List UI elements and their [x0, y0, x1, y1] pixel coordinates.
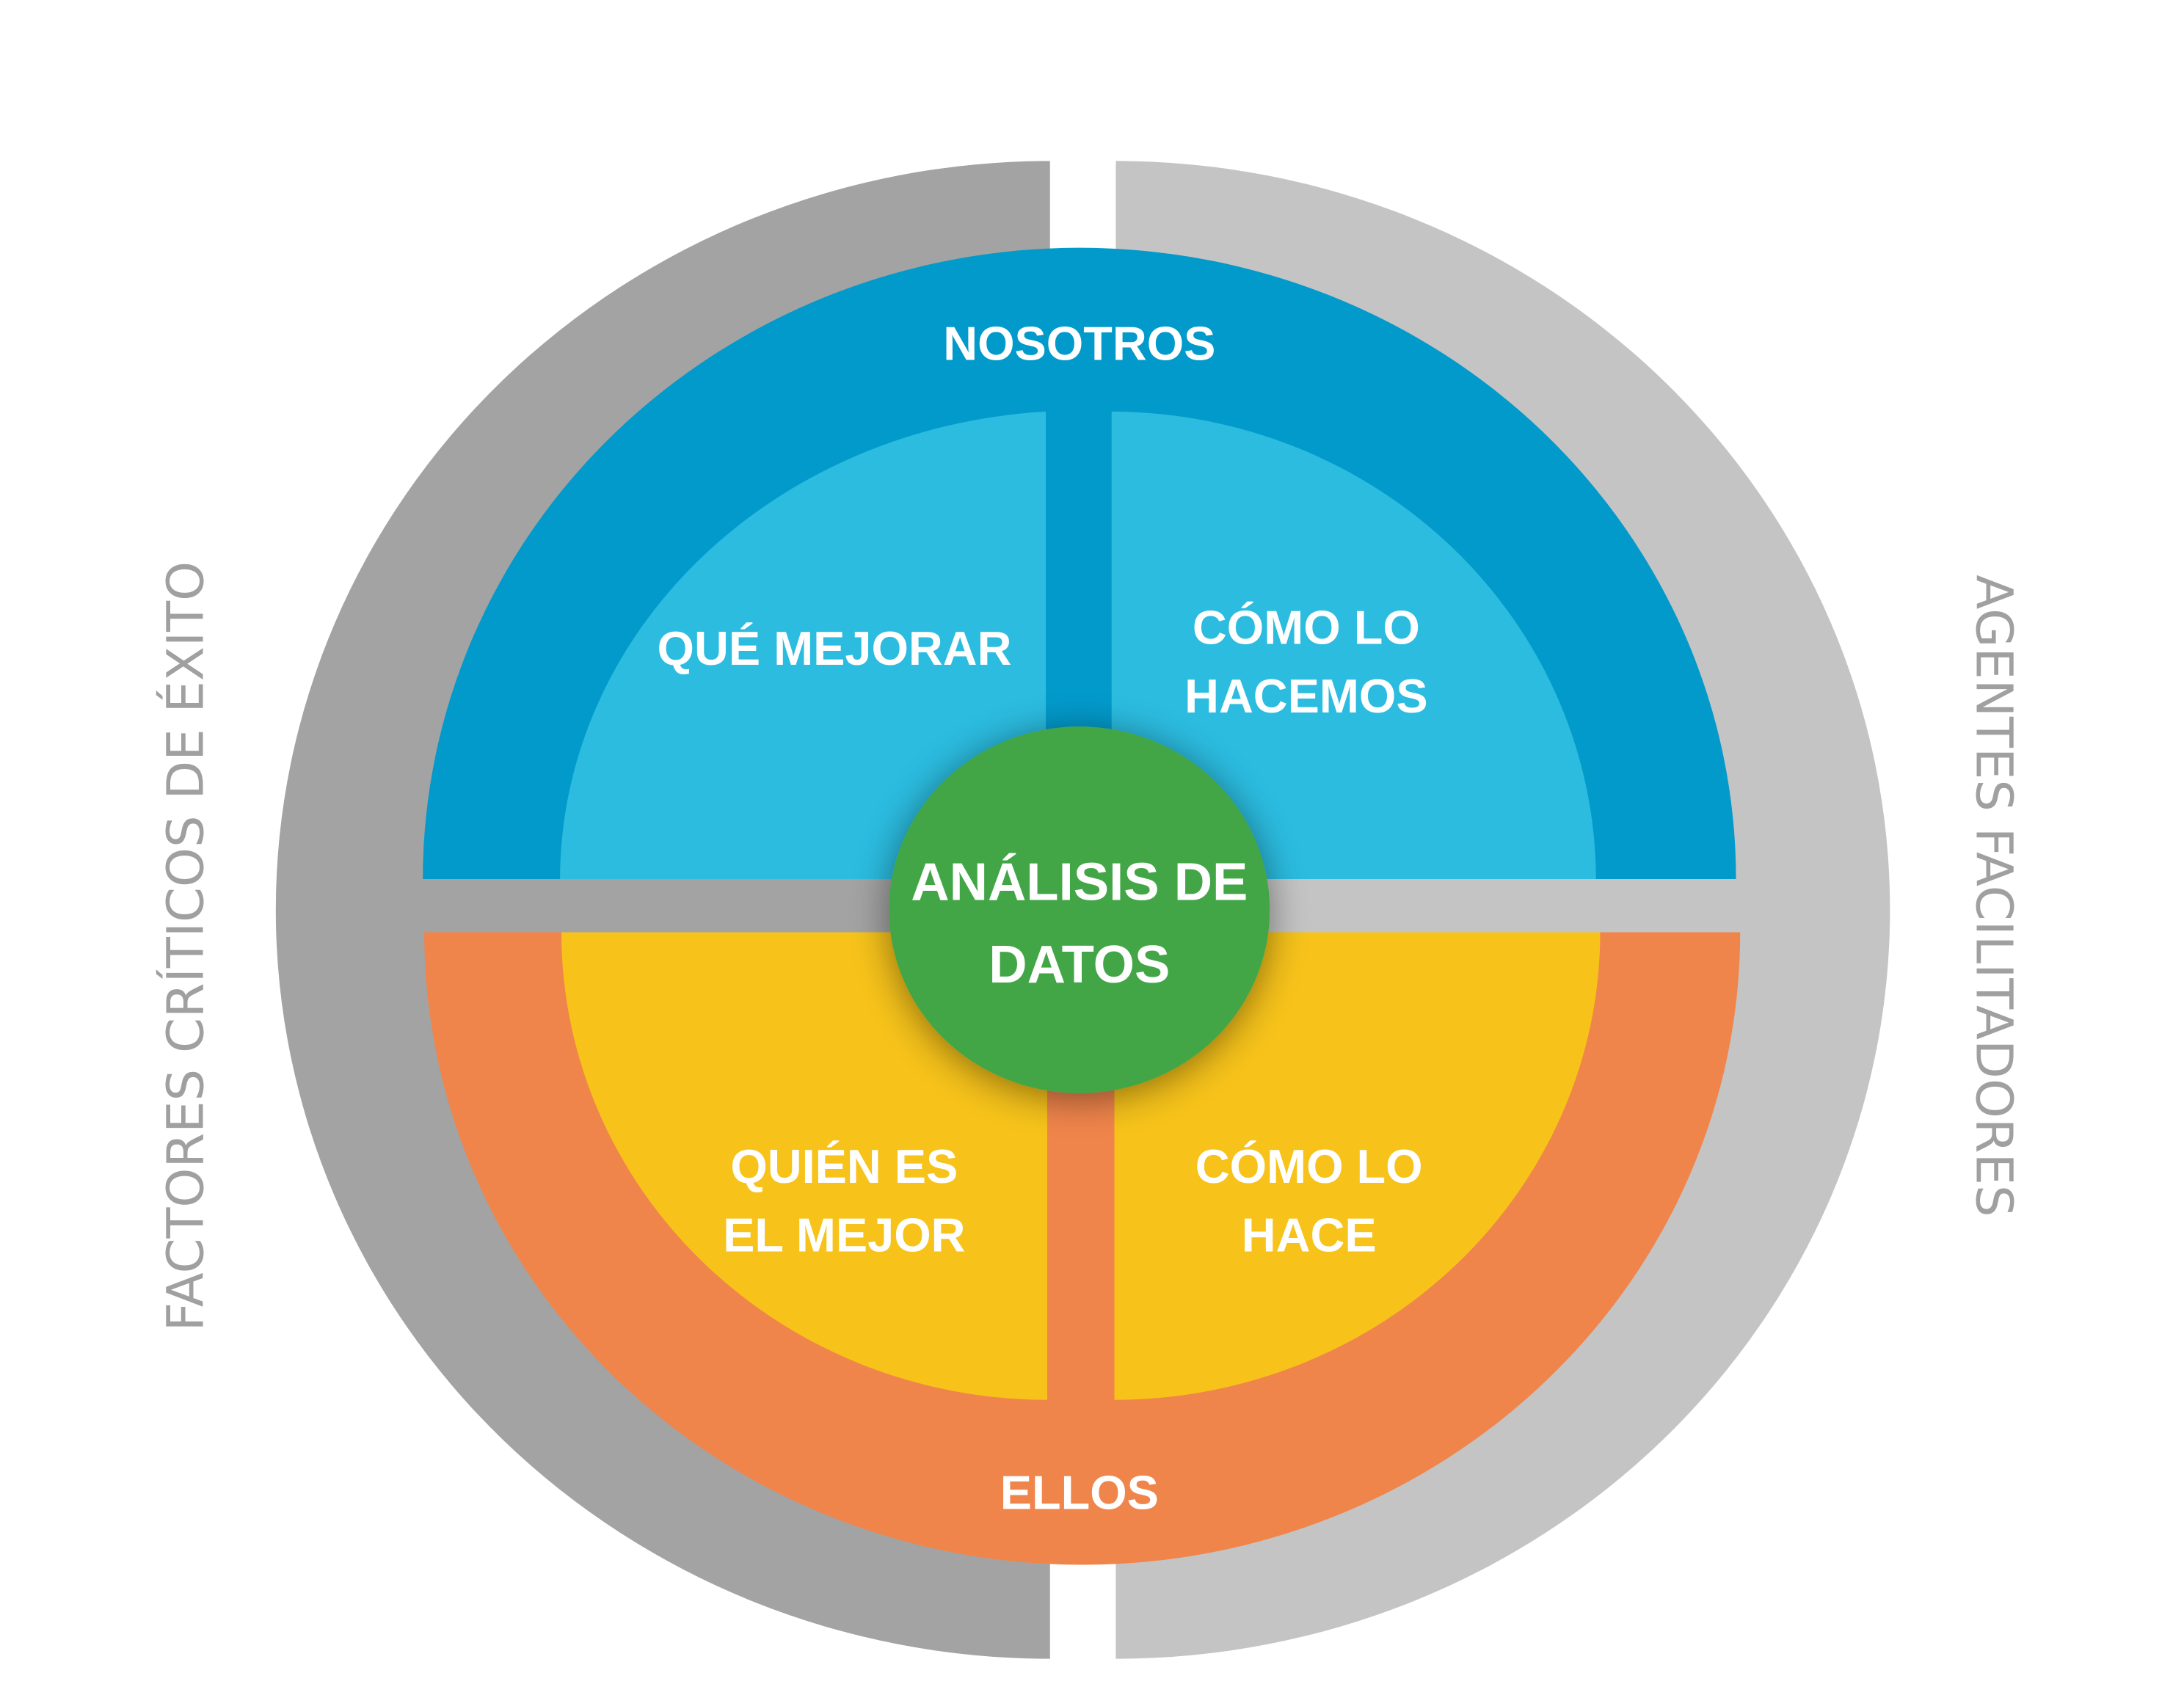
ellos-label: ELLOS [1000, 1466, 1159, 1520]
quadrant-bottom-left [561, 932, 1047, 1400]
quadrant-top-right [1111, 411, 1596, 880]
quien-es-el-mejor-line2: EL MEJOR [723, 1209, 965, 1262]
center-label-line1: ANÁLISIS DE [911, 853, 1248, 912]
agentes-facilitadores-label: AGENTES FACILITADORES [1965, 575, 2023, 1217]
como-lo-hace-line1: CÓMO LO [1195, 1140, 1423, 1193]
center-circle [889, 726, 1270, 1093]
quadrant-bottom-right [1114, 932, 1601, 1400]
quadrant-top-left [560, 411, 1046, 880]
como-lo-hace-line2: HACE [1242, 1209, 1377, 1262]
como-lo-hacemos-line2: HACEMOS [1184, 669, 1428, 723]
quien-es-el-mejor-line1: QUIÉN ES [730, 1140, 958, 1193]
como-lo-hacemos-line1: CÓMO LO [1193, 601, 1420, 655]
que-mejorar-label: QUÉ MEJORAR [658, 622, 1012, 675]
center-label-line2: DATOS [989, 935, 1170, 994]
factores-criticos-label: FACTORES CRÍTICOS DE ÉXITO [156, 561, 216, 1332]
nosotros-label: NOSOTROS [943, 316, 1215, 370]
